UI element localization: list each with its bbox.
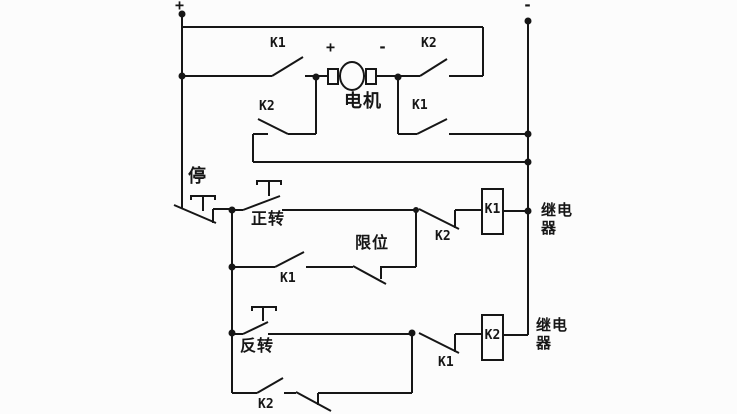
k2-return-no-contact xyxy=(257,118,289,135)
reverse-interlock-nc-contact xyxy=(418,332,482,354)
forward-limit-label: 限位 xyxy=(355,233,390,252)
relay2-coil-box xyxy=(481,314,528,361)
k1-no-contact xyxy=(271,56,304,77)
forward-button-symbol xyxy=(242,180,282,211)
forward-seal-no-contact xyxy=(274,251,305,268)
motor-symbol xyxy=(327,61,377,91)
reverse-button-symbol xyxy=(242,306,277,335)
stop-button-label: 停 xyxy=(188,166,207,187)
relay2-coil-label: K2 xyxy=(484,328,501,343)
k1-return-contact-label: K1 xyxy=(412,98,428,113)
k2-no-contact xyxy=(419,58,448,77)
negative-terminal-label: - xyxy=(523,0,533,14)
relay1-label: 继电器 xyxy=(541,201,574,237)
forward-button-label: 正转 xyxy=(251,209,286,228)
forward-limit-nc-contact xyxy=(352,265,387,285)
reverse-limit-nc-contact xyxy=(295,391,332,412)
motor-minus-label: - xyxy=(378,38,388,56)
reverse-button-label: 反转 xyxy=(240,336,275,355)
positive-terminal-label: + xyxy=(175,0,185,14)
motor-label: 电机 xyxy=(344,91,382,112)
k2-return-row-wires xyxy=(252,133,528,163)
stop-button-symbol xyxy=(173,195,232,224)
junction-dots xyxy=(178,10,532,337)
positive-rail-wire xyxy=(181,14,484,208)
k1-contact-label: K1 xyxy=(270,36,286,51)
reverse-seal-contact-label: K2 xyxy=(258,397,274,412)
reverse-interlock-label: K1 xyxy=(438,355,454,370)
forward-interlock-nc-contact xyxy=(418,208,482,230)
motor-plus-label: + xyxy=(326,38,336,56)
k2-contact-label: K2 xyxy=(421,36,437,51)
relay1-coil-label: K1 xyxy=(484,202,501,217)
k2-return-contact-label: K2 xyxy=(259,99,275,114)
relay1-coil-box xyxy=(481,188,528,235)
relay2-label: 继电器 xyxy=(536,316,569,352)
reverse-seal-no-contact xyxy=(256,377,284,394)
forward-seal-contact-label: K1 xyxy=(280,271,296,286)
forward-interlock-label: K2 xyxy=(435,229,451,244)
k1-return-no-contact xyxy=(416,118,448,135)
